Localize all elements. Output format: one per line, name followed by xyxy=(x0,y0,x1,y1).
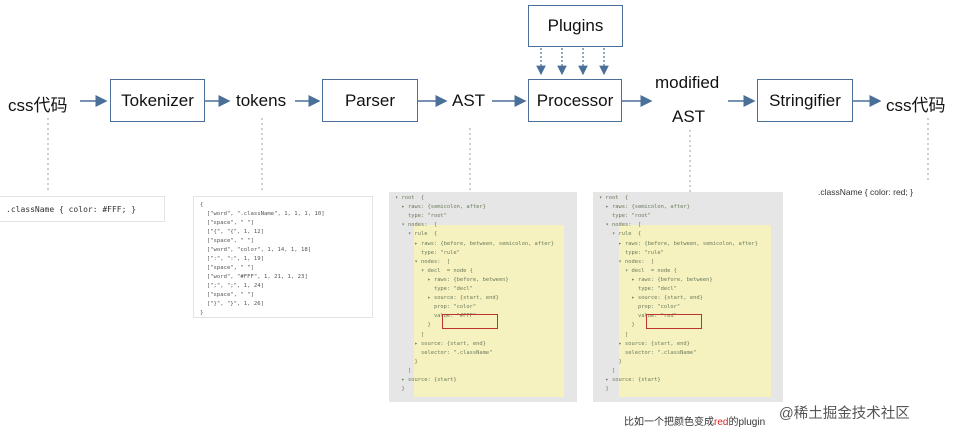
output-css-label: css代码 xyxy=(886,96,946,115)
token-line: } xyxy=(200,310,204,316)
tree-line: ▾ decl = node { xyxy=(395,267,473,274)
tree-line: ] xyxy=(599,331,629,338)
tree-line: selector: ".className" xyxy=(395,349,493,356)
plugin-caption: 比如一个把颜色变成red的plugin xyxy=(624,413,765,428)
tree-line: ] xyxy=(395,331,425,338)
tree-line: selector: ".className" xyxy=(599,349,697,356)
token-line: ["space", " "] xyxy=(200,220,254,226)
tree-line: value: "red" xyxy=(599,313,677,320)
tokenizer-box: Tokenizer xyxy=(110,79,205,122)
output-css-code: .className { color: red; } xyxy=(818,187,913,197)
plugin-arrows xyxy=(536,48,609,76)
tree-line: value: "#FFF" xyxy=(395,313,477,320)
modified-ast-label: AST xyxy=(672,107,706,126)
tree-line: ▾ nodes: [ xyxy=(599,258,655,265)
tokens-label: tokens xyxy=(236,91,287,110)
tree-line: type: "rule" xyxy=(599,249,664,256)
tree-line: } xyxy=(395,358,418,365)
ast-label: AST xyxy=(452,91,486,110)
tree-line: ▸ source: {start, end} xyxy=(599,340,690,347)
token-line: [";", ";", 1, 24] xyxy=(200,283,264,289)
ast-value-highlight xyxy=(442,314,498,329)
tree-line: type: "decl" xyxy=(395,286,473,292)
tree-line: ▾ decl = node { xyxy=(599,267,677,274)
drop-lines xyxy=(47,118,929,192)
tree-line: ▸ raws: {semicolon, after} xyxy=(599,204,690,211)
input-css-code: .className { color: #FFF; } xyxy=(6,205,137,214)
tree-line: ▾ nodes: [ xyxy=(599,222,642,229)
tree-line: } xyxy=(599,386,609,393)
token-line: ["}", "}", 1, 26] xyxy=(200,301,264,307)
token-line: ["space", " "] xyxy=(200,238,254,244)
token-line: ["space", " "] xyxy=(200,265,254,271)
tree-line: ▾ nodes: [ xyxy=(395,222,438,229)
tree-line: type: "root" xyxy=(599,213,651,220)
parser-box: Parser xyxy=(322,79,418,122)
tokens-panel: { ["word", ".className", 1, 1, 1, 10] ["… xyxy=(193,196,373,318)
tree-line: ▸ source: {start, end} xyxy=(395,340,486,347)
modified-ast-highlight xyxy=(619,225,771,397)
tree-line: } xyxy=(395,322,431,329)
tree-line: ▾ rule { xyxy=(395,231,438,238)
caption-highlight: red xyxy=(714,417,729,428)
tree-line: ▾ root { xyxy=(599,195,629,201)
tree-line: ▾ nodes: [ xyxy=(395,258,451,265)
tokens-list: { ["word", ".className", 1, 1, 1, 10] ["… xyxy=(200,201,366,318)
tree-line: type: "root" xyxy=(395,213,447,220)
token-line: [":", ":", 1, 19] xyxy=(200,256,264,262)
tree-line: ▾ rule { xyxy=(599,231,642,238)
tree-line: ▸ raws: {before, between, semicolon, aft… xyxy=(395,240,555,247)
token-line: ["{", "{", 1, 12] xyxy=(200,229,264,235)
token-line: ["space", " "] xyxy=(200,292,254,298)
tree-line: prop: "color" xyxy=(599,304,681,311)
tree-line: ▸ source: {start, end} xyxy=(599,295,703,302)
tree-line: } xyxy=(599,322,635,329)
tree-line: ▸ source: {start} xyxy=(599,377,661,383)
input-css-panel: .className { color: #FFF; } xyxy=(0,196,165,222)
modified-label: modified xyxy=(655,73,720,92)
caption-prefix: 比如一个把颜色变成 xyxy=(624,417,714,428)
tree-line: ▾ root { xyxy=(395,195,425,201)
token-line: { xyxy=(200,202,204,208)
tree-line: ▸ source: {start, end} xyxy=(395,295,499,302)
tree-line: } xyxy=(599,358,622,365)
tree-line: ▸ raws: {before, between, semicolon, aft… xyxy=(599,240,759,247)
ast-highlight xyxy=(414,225,564,397)
tree-line: ] xyxy=(599,367,616,374)
tree-line: prop: "color" xyxy=(395,304,477,311)
token-line: ["word", ".className", 1, 1, 1, 10] xyxy=(200,211,325,217)
processor-box: Processor xyxy=(528,79,622,122)
token-line: ["word", "color", 1, 14, 1, 18] xyxy=(200,247,312,253)
tree-line: ] xyxy=(395,367,412,374)
caption-suffix: 的plugin xyxy=(728,417,766,428)
tree-line: type: "decl" xyxy=(599,286,677,292)
tree-line: ▸ source: {start} xyxy=(395,377,457,383)
tree-line: ▸ raws: {semicolon, after} xyxy=(395,204,486,211)
plugins-box: Plugins xyxy=(528,5,623,47)
modified-value-highlight xyxy=(646,314,702,329)
tree-line: ▸ raws: {before, between} xyxy=(395,276,509,283)
token-line: ["word", "#FFF", 1, 21, 1, 23] xyxy=(200,274,308,280)
tree-line: type: "rule" xyxy=(395,249,460,256)
stringifier-box: Stringifier xyxy=(757,79,853,122)
input-css-label: css代码 xyxy=(8,96,68,115)
ast-panel: ▾ root { ▸ raws: {semicolon, after} type… xyxy=(389,192,577,402)
modified-ast-panel: ▾ root { ▸ raws: {semicolon, after} type… xyxy=(593,192,783,402)
watermark: @稀土掘金技术社区 xyxy=(779,406,910,422)
tree-line: } xyxy=(395,386,405,393)
tree-line: ▸ raws: {before, between} xyxy=(599,276,713,283)
